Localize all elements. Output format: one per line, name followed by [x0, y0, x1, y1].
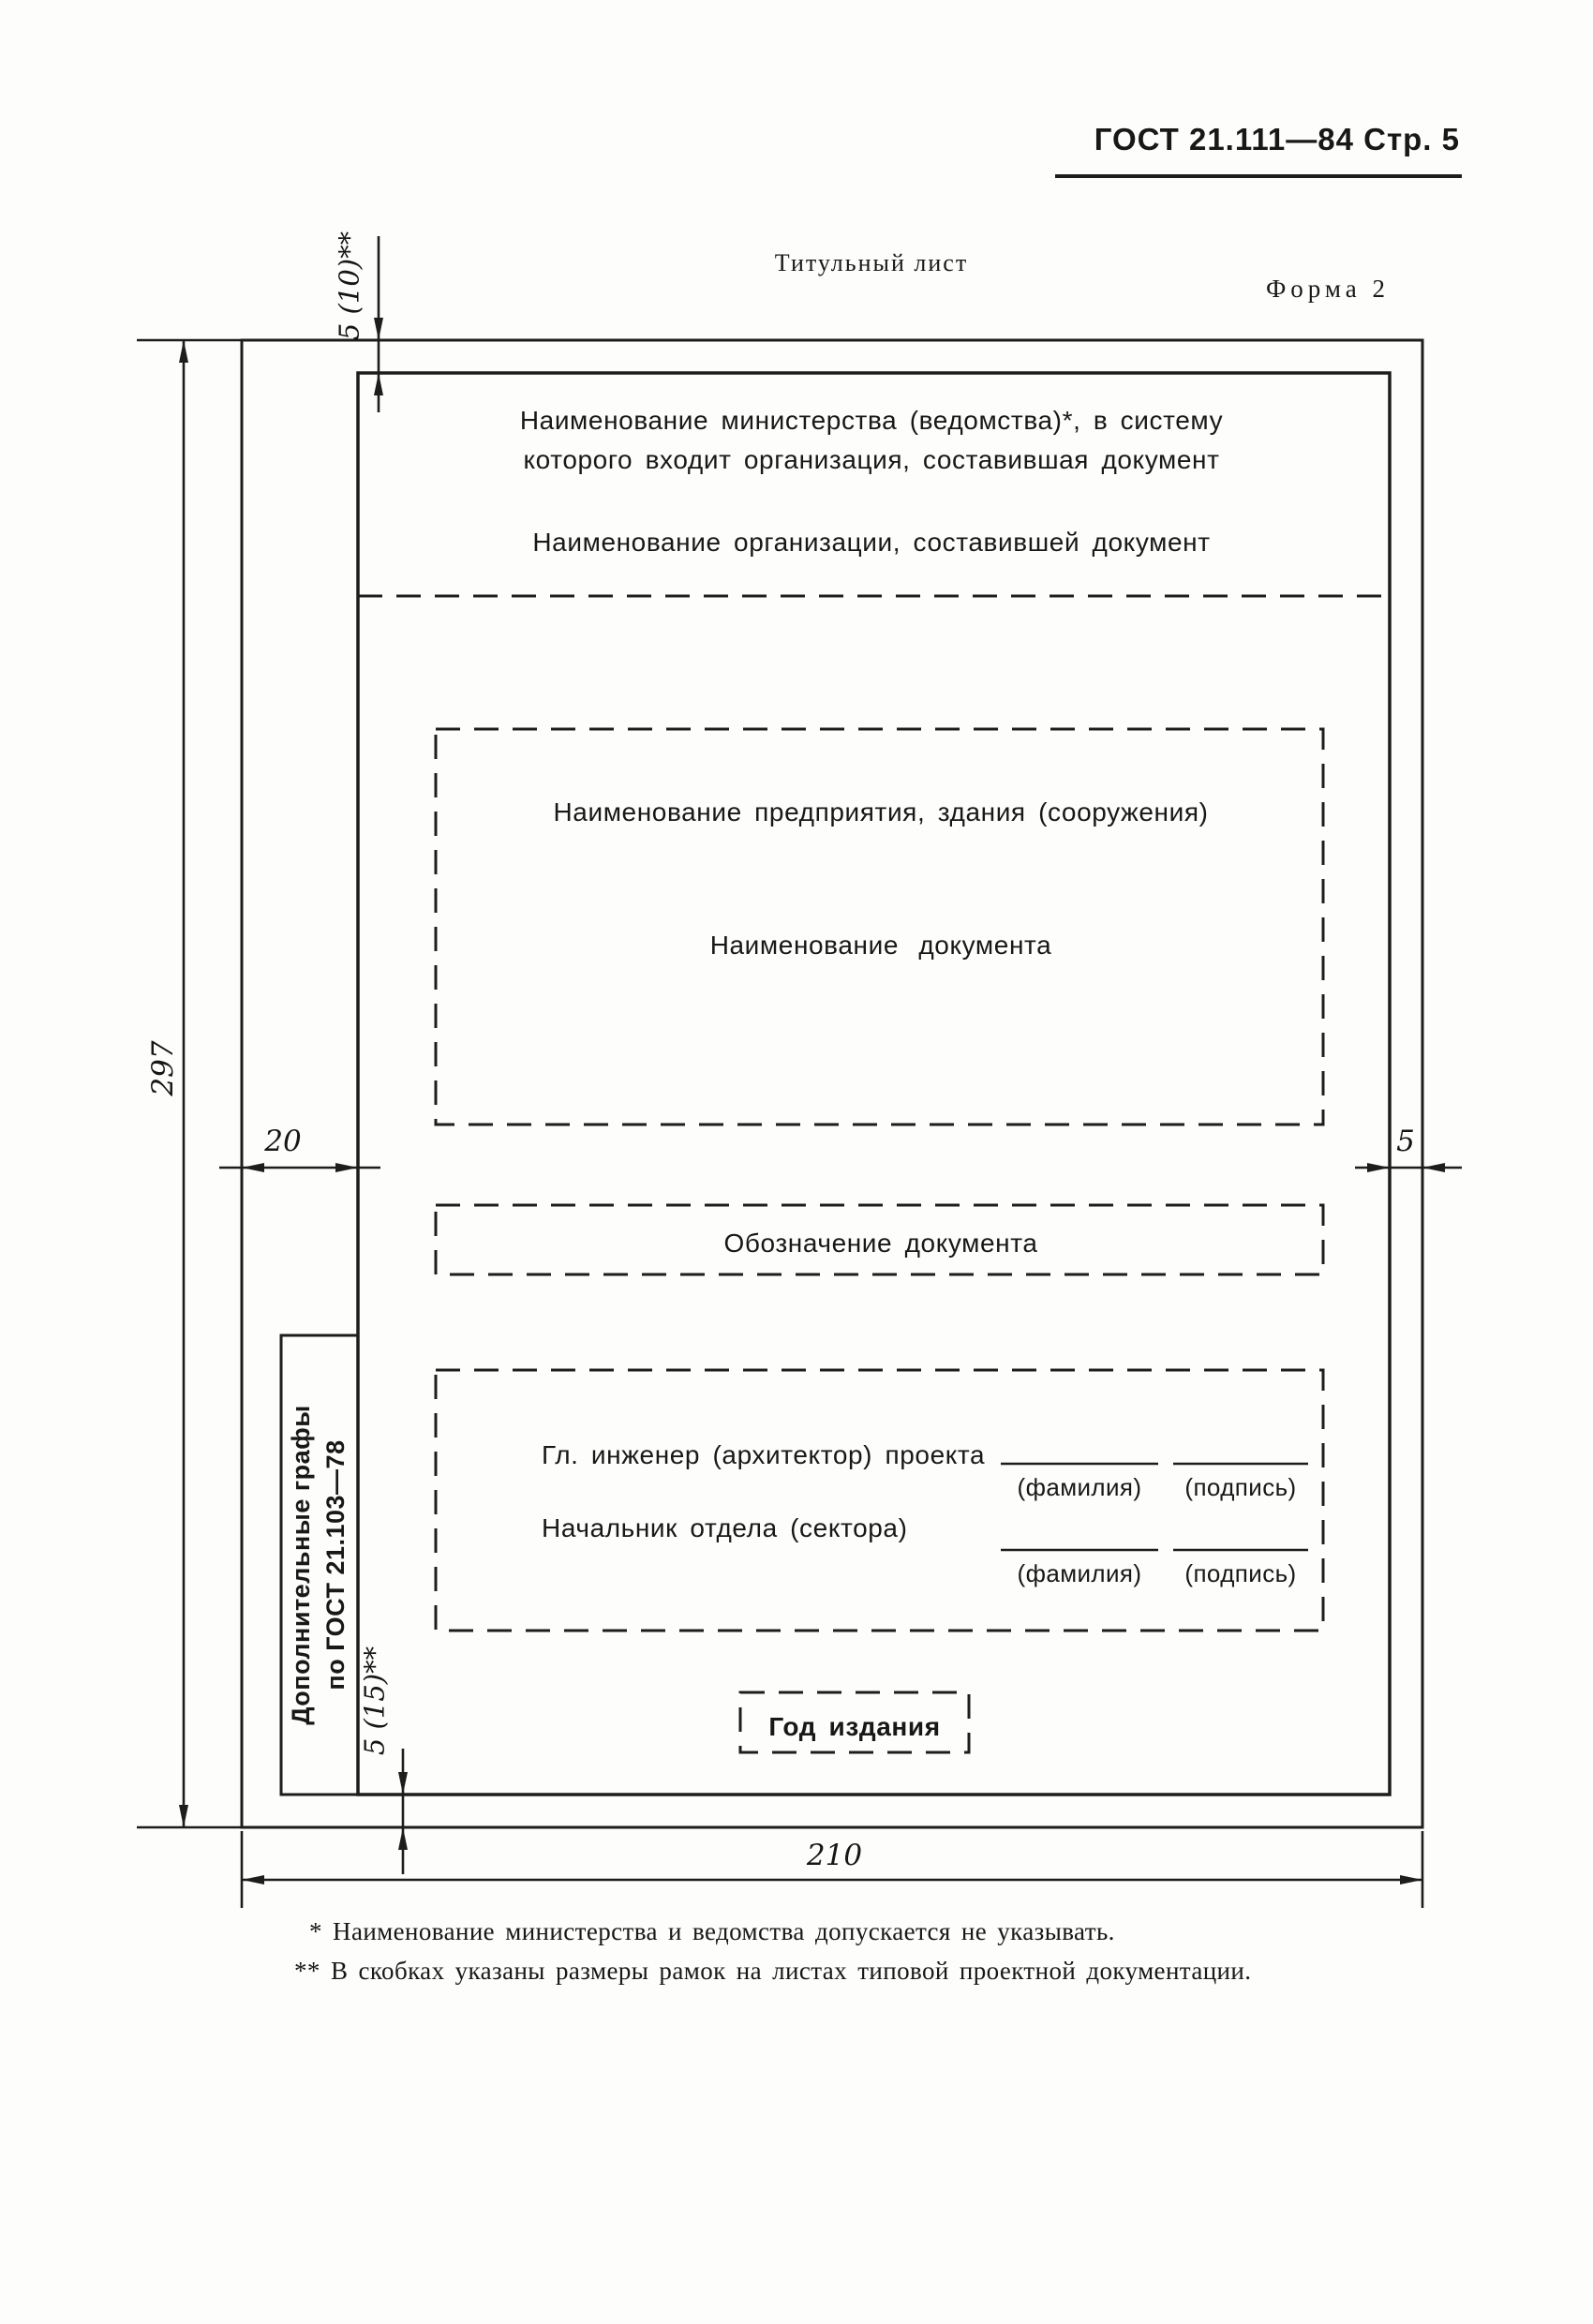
sheet-type-caption: Титульный лист — [774, 249, 969, 276]
surname-caption-1: (фамилия) — [1017, 1473, 1142, 1501]
extra-columns-label: Дополнительные графы по ГОСТ 21.103—78 — [284, 1331, 355, 1799]
year-of-issue-label: Год издания — [768, 1712, 941, 1741]
ministry-name-line-1: Наименование министерства (ведомства)*, … — [519, 406, 1224, 435]
dim-210-arrow-right — [1400, 1875, 1422, 1885]
dim-bottom-arrow-up — [398, 1827, 408, 1850]
document-name: Наименование документа — [709, 931, 1052, 960]
year-dashed-box — [738, 1691, 971, 1754]
extra-columns-line-1: Дополнительные графы — [287, 1405, 315, 1725]
dim-20-arrow-right — [335, 1163, 358, 1172]
signature-dashed-box — [434, 1368, 1325, 1632]
dim-5-right-arrow-right — [1422, 1163, 1445, 1172]
enterprise-name: Наименование предприятия, здания (сооруж… — [553, 797, 1209, 827]
dim-20-label: 20 — [264, 1125, 302, 1158]
signature-caption-1: (подпись) — [1184, 1473, 1297, 1501]
dim-210-label: 210 — [806, 1839, 863, 1872]
form-number-caption: Форма 2 — [1265, 275, 1391, 303]
dim-5-right-arrow-left — [1367, 1163, 1390, 1172]
surname-caption-2: (фамилия) — [1017, 1559, 1142, 1587]
dim-top-arrow-down — [374, 318, 383, 340]
extra-columns-box — [279, 1333, 360, 1796]
dim-bottom-arrow-down — [398, 1772, 408, 1795]
dim-5-right-label: 5 — [1396, 1125, 1415, 1158]
title-page-frame — [356, 371, 1392, 1796]
dim-297-arrow-up — [179, 340, 188, 363]
dim-297-arrow-down — [179, 1805, 188, 1827]
dim-bottom-label: 5 (15)** — [358, 1646, 391, 1756]
designation-dashed-box — [434, 1203, 1325, 1276]
name-block-dashed-box — [434, 727, 1325, 1126]
dim-210-arrow-left — [242, 1875, 264, 1885]
document-designation: Обозначение документа — [723, 1229, 1038, 1258]
footnote-2: ** В скобках указаны размеры рамок на ли… — [294, 1957, 1252, 1985]
ministry-name-line-2: которого входит организация, составившая… — [523, 445, 1220, 474]
dim-top-arrow-up — [374, 373, 383, 395]
signature-caption-2: (подпись) — [1184, 1559, 1297, 1587]
department-head-label: Начальник отдела (сектора) — [542, 1513, 908, 1542]
chief-engineer-label: Гл. инженер (архитектор) проекта — [542, 1440, 986, 1469]
organization-name: Наименование организации, составившей до… — [532, 528, 1211, 557]
dim-top-label: 5 (10)** — [333, 231, 365, 341]
extra-columns-line-2: по ГОСТ 21.103—78 — [321, 1439, 350, 1691]
sheet-outline — [240, 338, 1424, 1829]
footnote-1: * Наименование министерства и ведомства … — [309, 1917, 1115, 1945]
dim-20-arrow-left — [242, 1163, 264, 1172]
page-header: ГОСТ 21.111—84 Стр. 5 — [1094, 122, 1460, 156]
dim-297-label: 297 — [146, 1040, 180, 1096]
